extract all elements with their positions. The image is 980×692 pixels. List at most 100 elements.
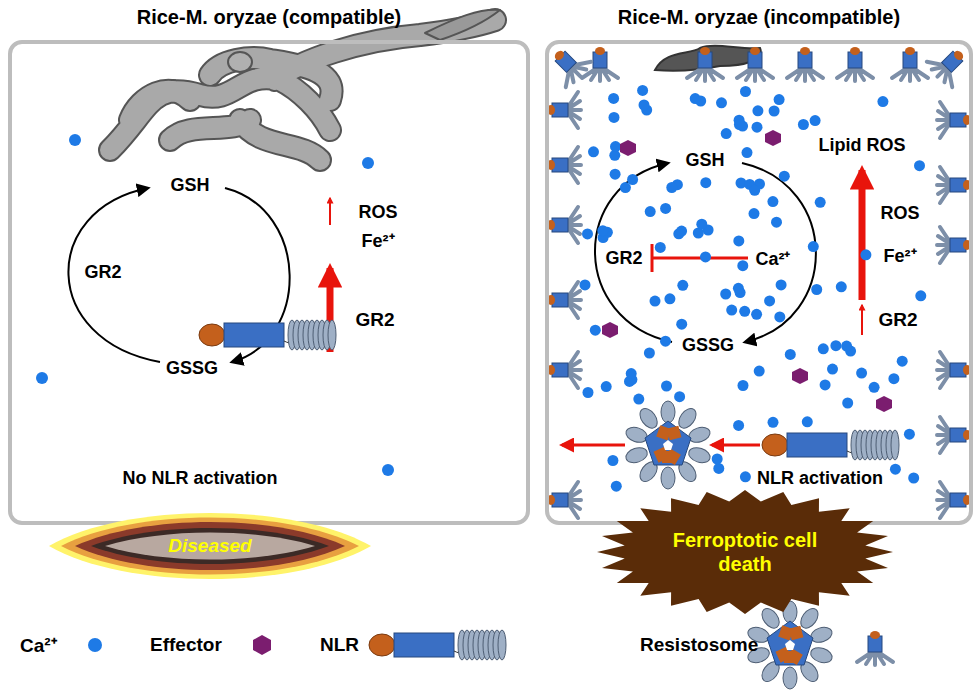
text-label: ROS [880, 203, 919, 224]
circle-shape [740, 471, 751, 482]
red-arrow [859, 170, 866, 300]
use-shape [547, 92, 581, 128]
circle-shape [810, 115, 821, 126]
circle-shape [877, 96, 888, 107]
panel-title: Rice-M. oryzae (incompatible) [549, 6, 969, 29]
circle-shape [779, 171, 790, 182]
circle-shape [676, 319, 687, 330]
resistosomes [544, 40, 974, 518]
disease-lesion: Diseased [45, 500, 375, 592]
circle-shape [733, 420, 744, 431]
fungus [110, 10, 500, 160]
use-shape [547, 207, 581, 243]
circle-shape [700, 177, 711, 188]
circle-shape [716, 97, 727, 108]
legend-swatch [88, 638, 102, 652]
text-label: GSSG [682, 335, 734, 356]
circle-shape [382, 464, 394, 476]
use-shape [937, 167, 971, 203]
circle-shape [798, 119, 809, 130]
polygon-shape [602, 322, 618, 338]
text-label: Fe²⁺ [362, 228, 395, 252]
circle-shape [627, 174, 638, 185]
circle-shape [856, 368, 867, 379]
circle-shape [769, 106, 780, 117]
cycle-arrow [595, 163, 672, 342]
cell-outline: Rice-M. oryzae (compatible) [8, 40, 530, 525]
circle-shape [742, 147, 753, 158]
circle-shape [860, 249, 871, 260]
path-shape [425, 10, 500, 40]
use-shape [687, 47, 723, 81]
circle-shape [737, 260, 748, 271]
red-arrow [329, 198, 331, 225]
polygon-shape [597, 490, 893, 614]
circle-shape [774, 311, 785, 322]
circle-shape [607, 455, 618, 466]
text-label: GSH [685, 150, 724, 171]
circle-shape [740, 86, 751, 97]
panel-title: Rice-M. oryzae (compatible) [12, 6, 526, 29]
circle-shape [695, 96, 706, 107]
circle-shape [776, 279, 787, 290]
circle-shape [751, 309, 762, 320]
circle-shape [827, 364, 838, 375]
circle-shape [661, 381, 672, 392]
use-shape [737, 47, 773, 81]
circle-shape [720, 289, 731, 300]
red-arrow [861, 305, 863, 335]
circle-shape [890, 464, 901, 475]
red-arrow [562, 444, 625, 447]
circle-shape [752, 105, 763, 116]
circle-shape [818, 343, 829, 354]
circle-shape [767, 196, 778, 207]
circle-shape [768, 417, 779, 428]
circle-shape [888, 373, 899, 384]
cycle-arrow [742, 163, 816, 342]
circle-shape [69, 134, 81, 146]
use-shape [746, 601, 834, 689]
circle-shape [869, 382, 880, 393]
circle-shape [608, 93, 619, 104]
circle-shape [660, 203, 671, 214]
inhibition-line [652, 257, 748, 260]
circle-shape [815, 197, 826, 208]
circle-shape [721, 128, 732, 139]
circle-shape [677, 280, 688, 291]
use-shape [547, 282, 581, 318]
circle-shape [739, 306, 750, 317]
text-label: GR2 [605, 248, 642, 269]
circle-shape [639, 100, 650, 111]
circle-shape [752, 122, 763, 133]
circle-shape [733, 283, 744, 294]
circle-shape [713, 463, 724, 474]
legend-swatch [253, 635, 271, 655]
circle-shape [674, 391, 685, 402]
text-label: ROS [358, 202, 397, 223]
text-label: GR2 [84, 262, 121, 283]
text-label: GR2 [355, 309, 394, 331]
cell-outline: Rice-M. oryzae (incompatible) [545, 40, 973, 525]
circle-shape [626, 368, 637, 379]
death-label: Ferroptotic cell death [650, 528, 840, 576]
circle-shape [915, 290, 926, 301]
circle-shape [696, 219, 707, 230]
text-label: Fe²⁺ [884, 243, 917, 267]
circle-shape [897, 356, 908, 367]
circle-shape [650, 296, 661, 307]
use-shape [937, 482, 971, 518]
circle-shape [590, 325, 601, 336]
use-shape [369, 630, 506, 660]
circle-shape [734, 119, 745, 130]
path-shape [61, 518, 359, 575]
red-arrow [712, 444, 760, 447]
circle-shape [610, 141, 621, 152]
circle-shape [582, 228, 593, 239]
circle-shape [771, 217, 782, 228]
legend-text: Resistosome [640, 634, 758, 656]
circle-shape [610, 169, 621, 180]
circle-shape [726, 305, 737, 316]
circle-shape [644, 348, 655, 359]
circle-shape [645, 206, 656, 217]
